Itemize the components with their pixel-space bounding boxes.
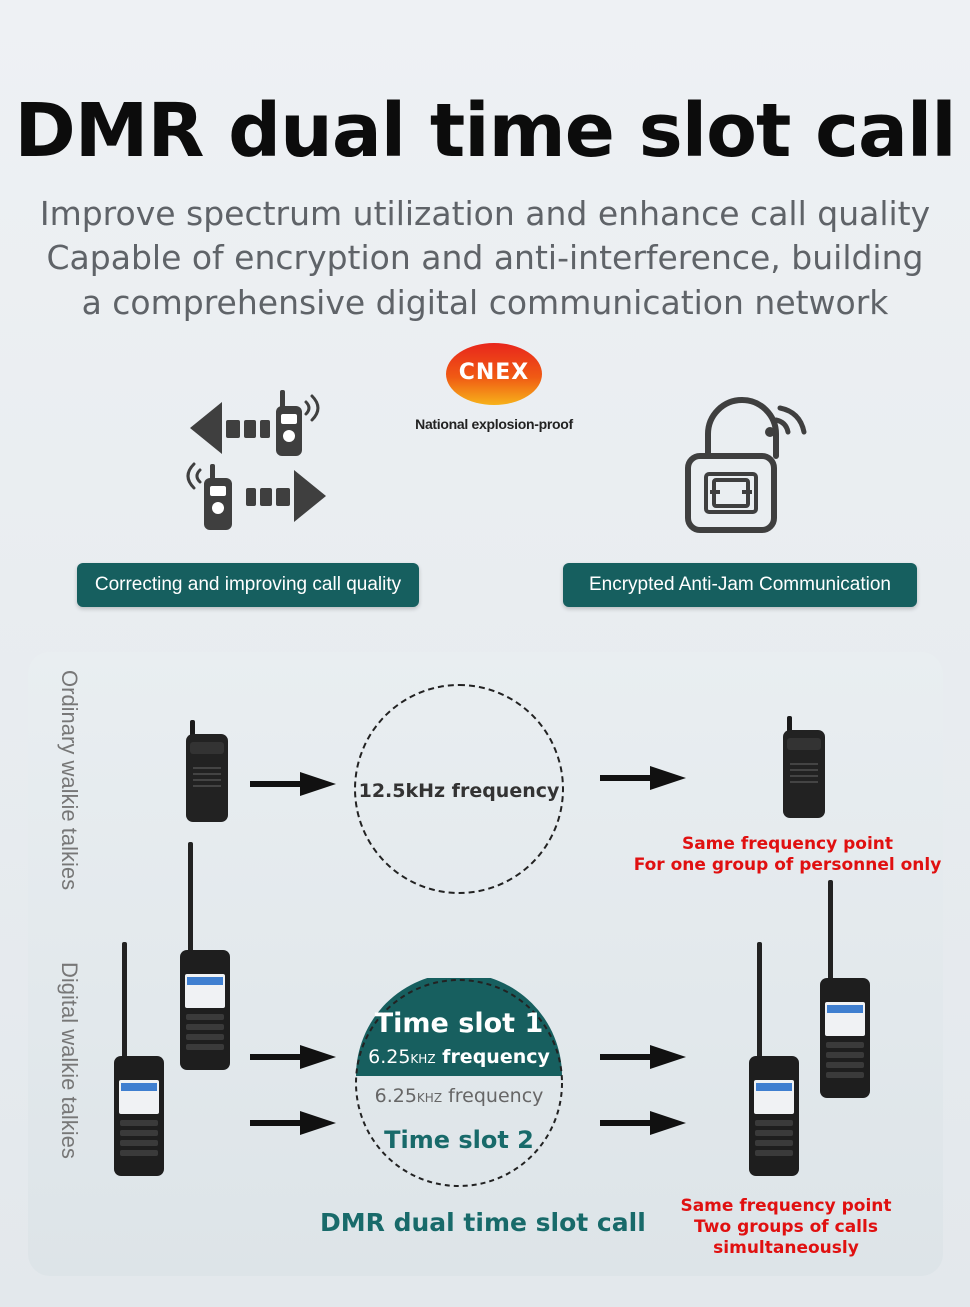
radio-exchange-icon bbox=[186, 384, 331, 534]
time-slot-2-label: Time slot 2 bbox=[384, 1126, 534, 1154]
ordinary-side-label: Ordinary walkie talkies bbox=[57, 670, 82, 891]
digital-arrow-in-1 bbox=[250, 1045, 336, 1073]
digital-radio-right-front bbox=[745, 942, 803, 1178]
digital-note-line-1: Same frequency point bbox=[680, 1196, 892, 1216]
page-title: DMR dual time slot call bbox=[14, 88, 956, 174]
digital-radio-left-front bbox=[110, 942, 168, 1178]
time-slot-circle bbox=[354, 973, 564, 1188]
digital-note-line-2: Two groups of calls simultaneously bbox=[694, 1217, 878, 1258]
digital-arrow-out-1 bbox=[600, 1045, 686, 1073]
dmr-bottom-title: DMR dual time slot call bbox=[320, 1208, 646, 1237]
feature-pill-call-quality: Correcting and improving call quality bbox=[77, 563, 419, 607]
wireless-lock-icon bbox=[680, 390, 815, 535]
ordinary-arrow-out bbox=[600, 766, 686, 794]
subtitle-line-1: Improve spectrum utilization and enhance… bbox=[39, 194, 931, 233]
cnex-logo-text: CNEX bbox=[458, 360, 530, 385]
ordinary-note-line-1: Same frequency point bbox=[681, 834, 894, 854]
subtitle-line-3: a comprehensive digital communication ne… bbox=[81, 283, 889, 322]
digital-note: Same frequency point Two groups of calls… bbox=[622, 1196, 950, 1259]
time-slot-1-label: Time slot 1 bbox=[374, 1008, 544, 1039]
time-slot-1-frequency: 6.25KHZ frequency bbox=[368, 1046, 550, 1068]
digital-radio-right-back bbox=[816, 880, 874, 1100]
feature-pill-encryption: Encrypted Anti-Jam Communication bbox=[563, 563, 917, 607]
ordinary-frequency-circle bbox=[354, 684, 564, 894]
digital-arrow-in-2 bbox=[250, 1111, 336, 1139]
ordinary-radio-left bbox=[184, 720, 230, 824]
digital-side-label: Digital walkie talkies bbox=[57, 962, 82, 1159]
digital-radio-left-back bbox=[176, 842, 234, 1072]
time-slot-2-frequency: 6.25KHZ frequency bbox=[374, 1085, 544, 1107]
ordinary-note-line-2: For one group of personnel only bbox=[633, 855, 942, 875]
ordinary-frequency-label: 12.5kHz frequency bbox=[358, 780, 560, 802]
cnex-logo bbox=[444, 342, 544, 406]
ordinary-note: Same frequency point For one group of pe… bbox=[620, 834, 955, 876]
subtitle-line-2: Capable of encryption and anti-interfere… bbox=[46, 238, 924, 277]
ordinary-radio-right bbox=[781, 716, 827, 820]
cnex-caption: National explosion-proof bbox=[415, 416, 573, 432]
ordinary-arrow-in bbox=[250, 772, 336, 800]
digital-arrow-out-2 bbox=[600, 1111, 686, 1139]
